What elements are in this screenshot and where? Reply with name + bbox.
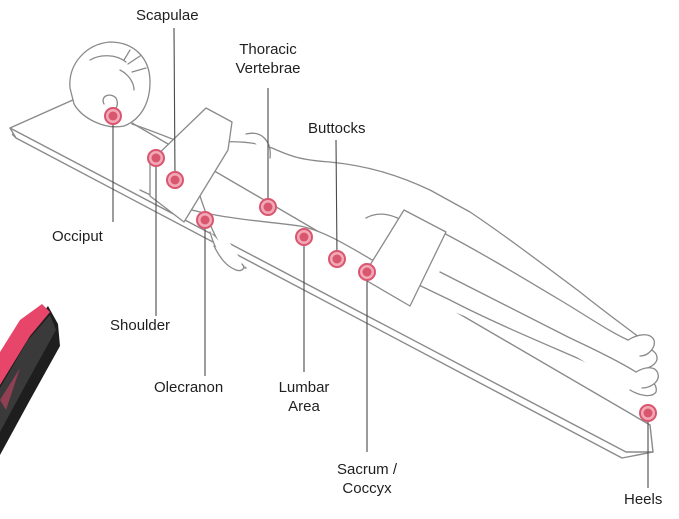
- marker-buttocks: [329, 251, 345, 267]
- label-lumbar-line1: Lumbar: [266, 378, 342, 397]
- label-lumbar-area: Lumbar Area: [266, 378, 342, 416]
- marker-shoulder: [148, 150, 164, 166]
- label-lumbar-line2: Area: [266, 397, 342, 416]
- marker-lumbar: [296, 229, 312, 245]
- label-sacrum-line1: Sacrum /: [322, 460, 412, 479]
- pink-pad-corner: [0, 304, 60, 455]
- body-outline: [70, 42, 658, 396]
- label-scapulae: Scapulae: [136, 6, 199, 25]
- label-occiput: Occiput: [52, 227, 103, 246]
- label-olecranon: Olecranon: [154, 378, 223, 397]
- marker-olecranon: [197, 212, 213, 228]
- marker-occiput: [105, 108, 121, 124]
- label-thoracic-line2: Vertebrae: [226, 59, 310, 78]
- label-thoracic-vertebrae: Thoracic Vertebrae: [226, 40, 310, 78]
- label-shoulder: Shoulder: [110, 316, 170, 335]
- marker-sacrum: [359, 264, 375, 280]
- label-thoracic-line1: Thoracic: [226, 40, 310, 59]
- label-sacrum-line2: Coccyx: [322, 479, 412, 498]
- label-sacrum-coccyx: Sacrum / Coccyx: [322, 460, 412, 498]
- marker-heels: [640, 405, 656, 421]
- marker-thoracic: [260, 199, 276, 215]
- label-buttocks: Buttocks: [308, 119, 366, 138]
- marker-scapulae: [167, 172, 183, 188]
- label-heels: Heels: [624, 490, 662, 509]
